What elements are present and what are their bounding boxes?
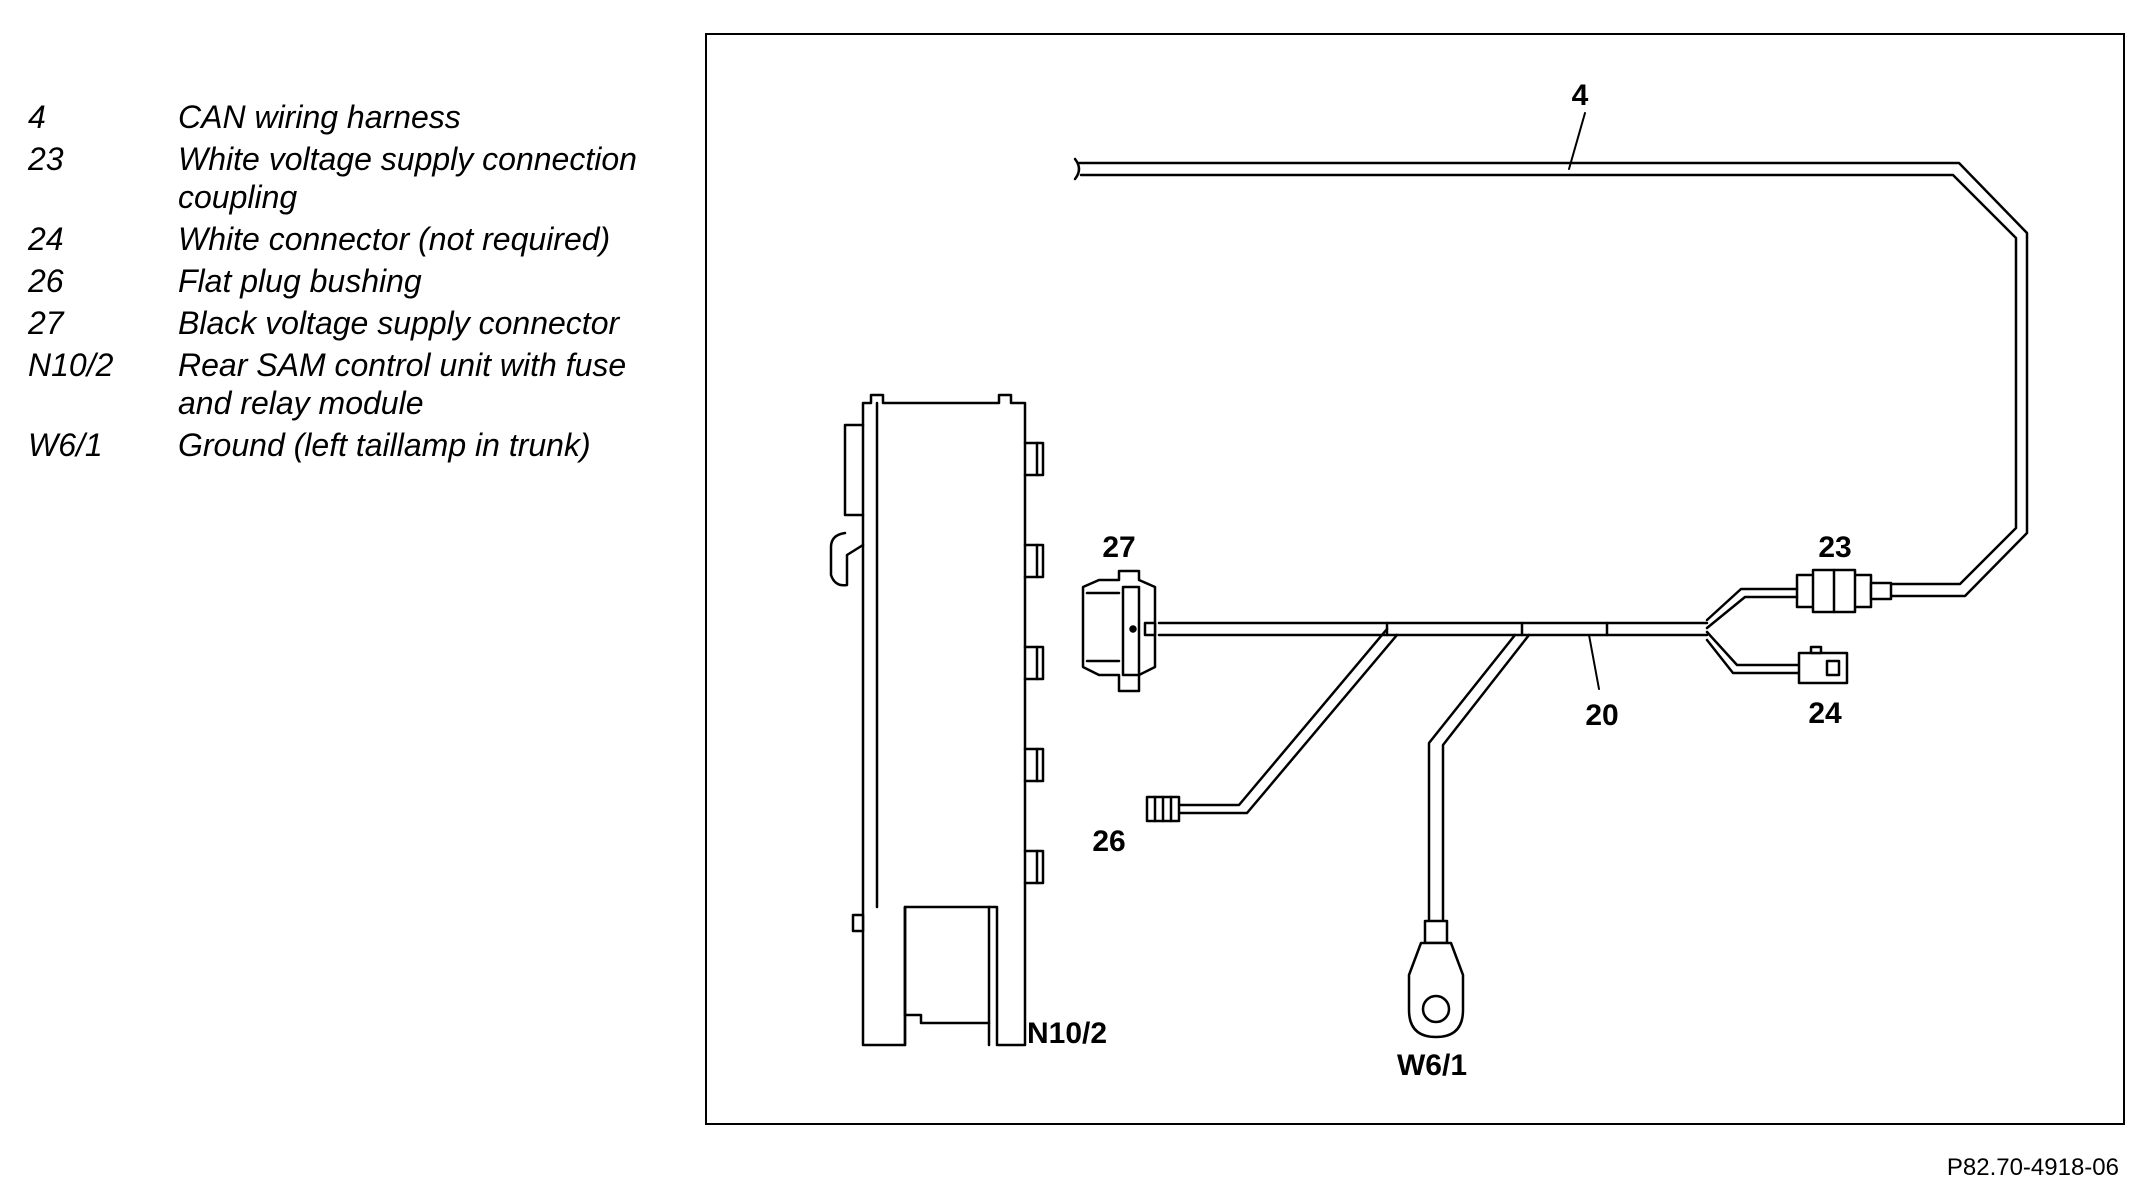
legend-item: 27 Black voltage supply connector — [28, 304, 688, 342]
leader-4 — [1568, 112, 1586, 170]
label-n10-2: N10/2 — [1027, 1017, 1107, 1050]
legend-code: 4 — [28, 99, 46, 135]
legend-code: 23 — [28, 141, 64, 177]
label-23: 23 — [1818, 531, 1851, 564]
connector-27 — [1081, 569, 1157, 693]
flat-plug-bushing-26 — [1145, 795, 1181, 823]
legend-description: Ground (left taillamp in trunk) — [178, 427, 591, 463]
legend-item: 26 Flat plug bushing — [28, 262, 688, 300]
leader-20 — [1588, 634, 1600, 690]
legend-code: 26 — [28, 263, 64, 299]
ground-ring-terminal — [1407, 919, 1465, 1039]
legend: 4 CAN wiring harness 23 White voltage su… — [28, 98, 688, 468]
label-24: 24 — [1808, 697, 1842, 730]
label-20: 20 — [1585, 699, 1618, 732]
label-4: 4 — [1572, 79, 1589, 112]
legend-item: 4 CAN wiring harness — [28, 98, 688, 136]
legend-code: N10/2 — [28, 347, 114, 383]
label-w6-1: W6/1 — [1397, 1049, 1467, 1082]
legend-item: 23 White voltage supply connection coupl… — [28, 140, 688, 216]
label-27: 27 — [1102, 531, 1135, 564]
figure-id: P82.70-4918-06 — [1946, 1154, 2119, 1181]
diagram-frame: 4 23 24 20 27 26 N10/2 W6/1 — [705, 33, 2125, 1125]
legend-description: Flat plug bushing — [178, 263, 422, 299]
legend-code: 27 — [28, 305, 64, 341]
harness-20 — [1157, 621, 1709, 637]
legend-description: Rear SAM control unit with fuse and rela… — [178, 347, 627, 421]
wiring-diagram: 4 23 24 20 27 26 N10/2 W6/1 — [829, 79, 2029, 1082]
legend-description: White voltage supply connection coupling — [178, 141, 637, 215]
branch-wires — [1705, 587, 1801, 675]
legend-code: 24 — [28, 221, 64, 257]
legend-code: W6/1 — [28, 427, 103, 463]
coupling-23 — [1795, 568, 1893, 614]
legend-description: CAN wiring harness — [178, 99, 461, 135]
legend-item: N10/2 Rear SAM control unit with fuse an… — [28, 346, 688, 422]
legend-item: 24 White connector (not required) — [28, 220, 688, 258]
legend-description: Black voltage supply connector — [178, 305, 620, 341]
ground-wire — [1427, 633, 1531, 925]
legend-item: W6/1 Ground (left taillamp in trunk) — [28, 426, 688, 464]
can-harness-cable — [1073, 157, 2029, 598]
control-unit-n10-2 — [829, 393, 1045, 1047]
legend-description: White connector (not required) — [178, 221, 611, 257]
label-26: 26 — [1092, 825, 1125, 858]
wire-to-26 — [1177, 627, 1399, 815]
connector-24 — [1797, 645, 1849, 685]
